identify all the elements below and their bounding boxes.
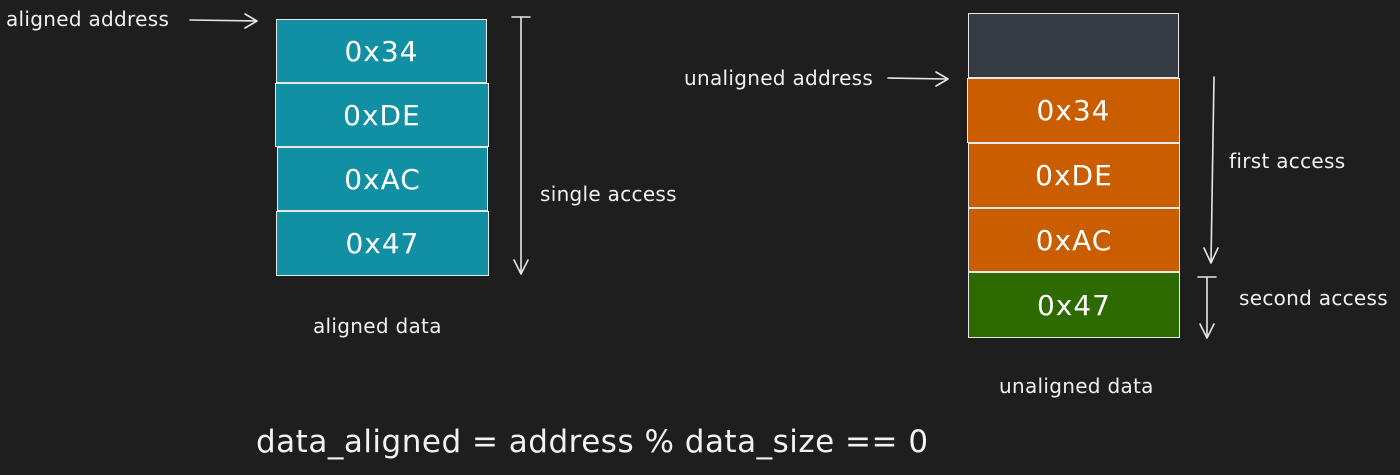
- unaligned-address-label: unaligned address: [684, 66, 874, 90]
- aligned-data-caption: aligned data: [313, 314, 442, 338]
- unaligned-address-arrow: [887, 71, 949, 87]
- aligned-byte-0: 0x34: [276, 19, 487, 83]
- first-access-label: first access: [1229, 149, 1346, 173]
- single-access-label: single access: [540, 182, 677, 206]
- aligned-byte-3: 0x47: [276, 211, 489, 276]
- second-access-arrow: [1197, 276, 1217, 339]
- unaligned-byte-1: 0xDE: [968, 143, 1180, 208]
- aligned-address-label: aligned address: [6, 7, 170, 31]
- aligned-byte-1: 0xDE: [275, 83, 489, 147]
- unaligned-byte-3: 0x47: [968, 272, 1180, 338]
- unaligned-byte-2: 0xAC: [968, 208, 1180, 272]
- aligned-address-arrow: [189, 13, 258, 29]
- padding-byte: [968, 13, 1179, 78]
- unaligned-byte-0: 0x34: [967, 78, 1180, 143]
- alignment-formula: data_aligned = address % data_size == 0: [256, 424, 929, 460]
- first-access-arrow: [1203, 76, 1219, 264]
- unaligned-data-caption: unaligned data: [999, 374, 1154, 398]
- second-access-label: second access: [1239, 286, 1388, 310]
- single-access-arrow: [511, 16, 531, 275]
- aligned-byte-2: 0xAC: [277, 147, 488, 211]
